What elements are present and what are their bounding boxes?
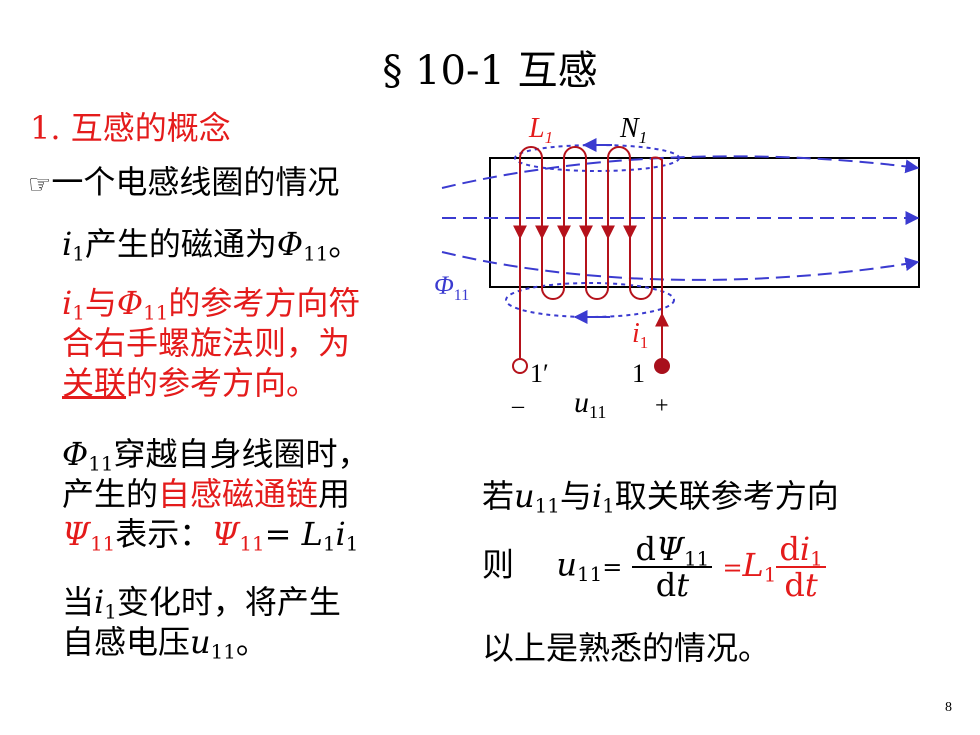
ref-direction-line-1: i1与Φ11的参考方向符: [62, 284, 361, 325]
terminal-dot-icon: [654, 358, 670, 374]
page-title: § 10-1 互感: [382, 48, 598, 94]
ref-direction-block: i1与Φ11的参考方向符 合右手螺旋法则，为 关联的参考方向。: [62, 283, 360, 403]
summary-line: 以上是熟悉的情况。: [482, 629, 771, 667]
flux-ellipse-bottom: [505, 282, 675, 318]
plus-sign: +: [655, 393, 669, 419]
flux-line: i1产生的磁通为Φ11。: [62, 225, 361, 266]
bullet-line: ☞一个电感线圈的情况: [28, 162, 339, 205]
ref-direction-line-3: 关联的参考方向。: [62, 364, 319, 402]
pointing-hand-icon: ☞: [28, 170, 52, 200]
inductance-label: L1: [528, 113, 553, 147]
section-heading: 1. 互感的概念: [30, 109, 231, 147]
self-linkage-line-1: Φ11穿越自身线圈时，: [62, 435, 370, 476]
associated-term: 关联: [62, 364, 127, 402]
magnetic-core: [489, 157, 920, 288]
terminal-left-label: 1′: [530, 359, 549, 388]
flux-label: Φ11: [434, 271, 469, 304]
current-label: i1: [632, 318, 648, 352]
coil-current-arrows: [513, 215, 669, 340]
change-block: 当i1变化时，将产生 自感电压u11。: [62, 582, 341, 662]
coil-windings: [519, 146, 663, 358]
terminal-right-label: 1: [632, 359, 645, 388]
change-line-2: 自感电压u11。: [62, 623, 268, 664]
self-linkage-line-3: Ψ11表示：Ψ11= L1i1: [62, 515, 359, 556]
page-number: 8: [945, 700, 952, 715]
self-linkage-line-2: 产生的自感磁通链用: [62, 475, 351, 513]
turns-label: N1: [619, 113, 647, 147]
ref-direction-line-2: 合右手螺旋法则，为: [62, 324, 351, 362]
condition-line: 若u11与i1取关联参考方向: [482, 477, 839, 518]
voltage-label: u11: [574, 386, 606, 422]
bullet-text: 一个电感线圈的情况: [51, 163, 340, 201]
change-line-1: 当i1变化时，将产生: [62, 583, 341, 624]
minus-sign: –: [511, 393, 525, 419]
equation-label: 则: [482, 545, 515, 584]
flux-derivative-fraction: dΨ11 dt: [632, 532, 713, 602]
flux-ellipse-top: [514, 144, 680, 172]
self-linkage-block: Φ11穿越自身线圈时， 产生的自感磁通链用 Ψ11表示：Ψ11= L1i1: [62, 434, 369, 554]
terminal-open-icon: [512, 358, 528, 374]
flux-lines: [441, 155, 920, 281]
